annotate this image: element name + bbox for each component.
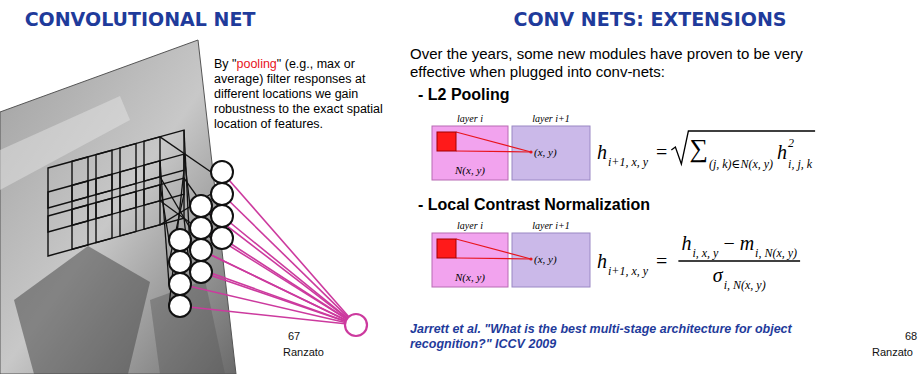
feature-unit <box>169 295 191 317</box>
caption-text: By "pooling" (e.g., max or average) filt… <box>214 57 404 132</box>
feature-unit <box>169 251 191 273</box>
pooling-line <box>180 306 345 324</box>
photo-shading <box>150 280 225 374</box>
feature-unit <box>190 195 212 217</box>
neighbourhood-line <box>456 239 531 259</box>
position-label: (x, y) <box>534 146 557 158</box>
layer-box: layer iN(x, y) <box>432 126 508 180</box>
layer-box-fill <box>432 126 508 180</box>
position-label: N(x, y) <box>432 164 508 176</box>
receptive-field <box>120 185 160 236</box>
position-label: (x, y) <box>534 253 557 265</box>
position-label: N(x, y) <box>432 271 508 283</box>
formula-index: 2 <box>788 136 794 151</box>
pooling-unit <box>345 314 367 336</box>
author-name: Ranzato <box>283 346 324 358</box>
formula-operator: − <box>723 232 734 255</box>
reference-citation: Jarrett et al. "What is the best multi-s… <box>410 322 868 352</box>
neighbourhood-line <box>456 151 531 152</box>
pooling-line <box>222 216 347 318</box>
receptive-field <box>72 198 112 249</box>
filter-line <box>160 185 169 240</box>
layer-name: layer i <box>432 113 508 124</box>
formula-symbol: m <box>740 232 754 255</box>
feature-unit <box>190 217 212 239</box>
slide-number: 68 <box>905 330 917 342</box>
formula-operator: = <box>656 141 667 164</box>
formula-strokes <box>671 131 815 261</box>
formula-symbol: σ <box>713 264 723 287</box>
photo-shading <box>14 246 150 374</box>
layer-box: layer iN(x, y) <box>432 233 508 287</box>
formula-index: i, x, y <box>692 246 718 261</box>
section-heading: - L2 Pooling <box>418 86 510 104</box>
formula-index: (j, k)∈N(x, y) <box>709 157 773 172</box>
receptive-field <box>48 205 88 256</box>
formula-operator: ∑ <box>689 134 708 164</box>
feature-unit <box>190 261 212 283</box>
fraction-bar <box>678 260 800 261</box>
formula-operator: = <box>656 250 667 273</box>
pooling-line <box>222 172 349 317</box>
pooling-line <box>201 206 347 318</box>
feature-unit <box>190 239 212 261</box>
neighbourhood-square <box>437 239 456 258</box>
pooling-line <box>180 262 346 321</box>
formula-index: i, N(x, y) <box>724 278 766 293</box>
formula-symbol: h <box>681 232 691 255</box>
output-point <box>529 150 532 153</box>
formula-index: i, j, k <box>788 157 812 172</box>
layer-name: layer i <box>432 220 508 231</box>
neighbourhood-line <box>456 132 531 152</box>
output-point <box>529 257 532 260</box>
formula-index: i+1, x, y <box>608 264 648 279</box>
layer-box-fill <box>432 233 508 287</box>
pooling-line <box>180 284 345 323</box>
feature-unit <box>211 183 233 205</box>
input-photo <box>0 40 236 374</box>
section-heading: - Local Contrast Normalization <box>418 196 650 214</box>
layer-name: layer i+1 <box>512 113 590 124</box>
feature-unit <box>169 229 191 251</box>
receptive-field <box>96 192 136 243</box>
feature-unit <box>211 205 233 227</box>
feature-unit <box>211 161 233 183</box>
slide-title: CONV NETS: EXTENSIONS <box>513 8 786 30</box>
layer-box-fill <box>512 233 590 287</box>
layer-box-fill <box>512 126 590 180</box>
formula-symbol: h <box>597 250 607 273</box>
neighbourhood-square <box>437 132 456 151</box>
slide-title: CONVOLUTIONAL NET <box>25 8 256 30</box>
formula-symbol: h <box>597 141 607 164</box>
feature-unit <box>169 273 191 295</box>
feature-unit <box>211 227 233 249</box>
neighbourhood-line <box>456 258 531 259</box>
layer-box: layer i+1(x, y) <box>512 233 590 287</box>
layer-box: layer i+1(x, y) <box>512 126 590 180</box>
formula-symbol: h <box>777 141 787 164</box>
intro-text: Over the years, some new modules have pr… <box>410 45 830 81</box>
formula-index: i+1, x, y <box>608 155 648 170</box>
filter-line <box>160 161 169 284</box>
photo-shading <box>0 96 130 190</box>
layer-name: layer i+1 <box>512 220 590 231</box>
slide-number: 67 <box>288 330 300 342</box>
author-name: Ranzato <box>872 346 913 358</box>
formula-index: i, N(x, y) <box>755 246 797 261</box>
